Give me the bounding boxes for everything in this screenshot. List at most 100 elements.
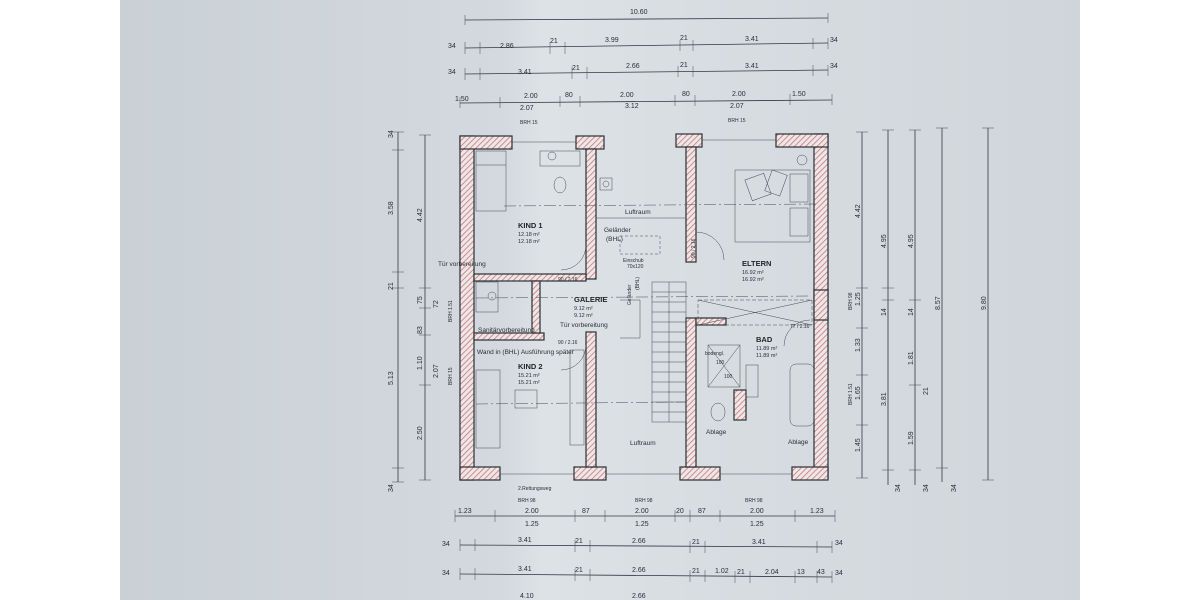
dim-b4-0: 4.10 <box>520 593 534 600</box>
dim-t1-6: 34 <box>830 37 838 44</box>
dim-b2-0: 34 <box>442 541 450 548</box>
dim-t3-3: 2.00 <box>620 92 634 99</box>
dim-l-4: 34 <box>388 484 395 492</box>
dim-b1-4: 20 <box>676 508 684 515</box>
dim-t2-4: 21 <box>680 62 688 69</box>
label-gelaender2: Geländer <box>627 284 633 305</box>
dim-t3-0: 1.50 <box>455 96 469 103</box>
room-kind1-area1: 12.18 m² <box>518 232 540 238</box>
room-kind2-area2: 15.21 m² <box>518 380 540 386</box>
room-kind2-area1: 15.21 m² <box>518 373 540 379</box>
dim-b3-4: 21 <box>692 568 700 575</box>
dim-r1-1: 1.25 <box>855 292 862 306</box>
dim-t1-0: 34 <box>448 43 456 50</box>
dim-li-4: 2.50 <box>417 426 424 440</box>
label-door1: 90 / 2.16 <box>558 277 578 283</box>
room-galerie-name: GALERIE <box>574 295 607 304</box>
dim-t1-2: 21 <box>550 38 558 45</box>
dim-t3-6: 1.50 <box>792 91 806 98</box>
dim-lb-0: 72 <box>433 300 440 308</box>
dim-b2-2: 21 <box>575 538 583 545</box>
dim-b3-6: 21 <box>737 569 745 576</box>
dim-b1b-1: 1.25 <box>635 521 649 528</box>
dim-r2-2: 3.81 <box>881 392 888 406</box>
label-einschub: Einschub <box>623 258 644 264</box>
floor-plan-drawing: 10.60 34 2.86 21 3.99 21 3.41 34 34 3.41… <box>388 9 994 600</box>
annotations: Luftraum Luftraum Geländer (BHL) Gelände… <box>438 209 810 492</box>
dim-t1-4: 21 <box>680 35 688 42</box>
dim-t3b-2: 2.07 <box>730 103 744 110</box>
dim-b2-5: 3.41 <box>752 539 766 546</box>
dim-r3-4: 1.59 <box>908 431 915 445</box>
label-tuer1: Tür vorbereitung <box>438 261 486 268</box>
room-eltern-area1: 16.92 m² <box>742 270 764 276</box>
dim-b3-8: 13 <box>797 569 805 576</box>
dim-t3-1: 2.00 <box>524 93 538 100</box>
dim-t3b-0: 2.07 <box>520 105 534 112</box>
dim-t2-6: 34 <box>830 63 838 70</box>
dim-b1-5: 87 <box>698 508 706 515</box>
label-door4: 77 / 2.16 <box>790 324 810 330</box>
dim-t2-5: 3.41 <box>745 63 759 70</box>
label-rettung: 2.Rettungsweg <box>518 486 552 492</box>
dim-b3-2: 21 <box>575 567 583 574</box>
dim-r3-0: 4.95 <box>908 234 915 248</box>
dim-r3-1: 14 <box>908 308 915 316</box>
right-dimensions: 4.42 1.25 1.33 1.65 1.45 BRH 98 BRH 1.51… <box>848 127 994 492</box>
room-bad-area2: 11.89 m² <box>756 353 777 359</box>
dim-b3-3: 2.66 <box>632 567 646 574</box>
dim-lb-3: BRH 15 <box>448 367 454 385</box>
dim-t3-5: 2.00 <box>732 91 746 98</box>
dim-t2-2: 21 <box>572 65 580 72</box>
walls <box>459 133 829 481</box>
label-ablage2: Ablage <box>788 439 809 446</box>
top-dimensions: 10.60 34 2.86 21 3.99 21 3.41 34 34 3.41… <box>448 9 838 126</box>
label-bhl1: (BHL) <box>606 236 623 243</box>
dim-r4-1: 34 <box>951 484 958 492</box>
dim-b3-5: 1.02 <box>715 568 729 575</box>
dim-l-0: 34 <box>388 130 395 138</box>
label-door3: 90 / 2.16 <box>691 238 697 258</box>
dim-rb-1: BRH 1.51 <box>848 383 854 405</box>
dim-t2-0: 34 <box>448 69 456 76</box>
dim-r2-1: 14 <box>881 308 888 316</box>
dim-b3-1: 3.41 <box>518 566 532 573</box>
label-door2: 90 / 2.16 <box>558 340 578 346</box>
dim-li-3: 1.10 <box>417 356 424 370</box>
dim-r4-0: 8.57 <box>935 296 942 310</box>
dim-li-0: 4.42 <box>417 208 424 222</box>
dim-t1-3: 3.99 <box>605 37 619 44</box>
brh-b-0: BRH 98 <box>518 498 536 504</box>
left-dimensions: 34 3.58 21 5.13 34 4.42 75 83 1.10 2.50 … <box>388 130 454 492</box>
room-eltern-name: ELTERN <box>742 259 771 268</box>
dim-l-3: 5.13 <box>388 371 395 385</box>
label-bodengl: bodengl. <box>705 351 724 357</box>
label-luftraum-top: Luftraum <box>625 209 651 216</box>
dim-r1-0: 4.42 <box>855 204 862 218</box>
room-galerie-area2: 9.12 m² <box>574 313 593 319</box>
dim-b2-4: 21 <box>692 539 700 546</box>
dim-t2-3: 2.66 <box>626 63 640 70</box>
label-bad-dim2: 100 <box>724 374 733 380</box>
dim-l-1: 3.58 <box>388 201 395 215</box>
dim-rb-0: BRH 98 <box>848 292 854 310</box>
brh-b-1: BRH 98 <box>635 498 653 504</box>
dim-b1-3: 2.00 <box>635 508 649 515</box>
dim-lb-1: 2.07 <box>433 364 440 378</box>
dim-overall: 10.60 <box>630 9 648 16</box>
room-kind1-area2: 12.18 m² <box>518 239 540 245</box>
room-bad-area1: 11.89 m² <box>756 346 777 352</box>
label-bhl2: (BHL) <box>635 277 641 290</box>
room-galerie-area1: 9.12 m² <box>574 306 593 312</box>
label-wand: Wand in (BHL) Ausführung später <box>477 349 575 356</box>
dim-r1-4: 1.45 <box>855 438 862 452</box>
dim-t3-2: 80 <box>565 92 573 99</box>
dim-r1-3: 1.65 <box>855 386 862 400</box>
dim-r2-0: 4.95 <box>881 234 888 248</box>
room-details <box>475 139 819 475</box>
brh-b-2: BRH 98 <box>745 498 763 504</box>
bottom-dimensions: BRH 98 BRH 98 BRH 98 1.23 2.00 87 2.00 2… <box>442 498 843 600</box>
dim-b3-9: 43 <box>817 569 825 576</box>
dim-t3b-1: 3.12 <box>625 103 639 110</box>
dim-r3-5: 34 <box>923 484 930 492</box>
